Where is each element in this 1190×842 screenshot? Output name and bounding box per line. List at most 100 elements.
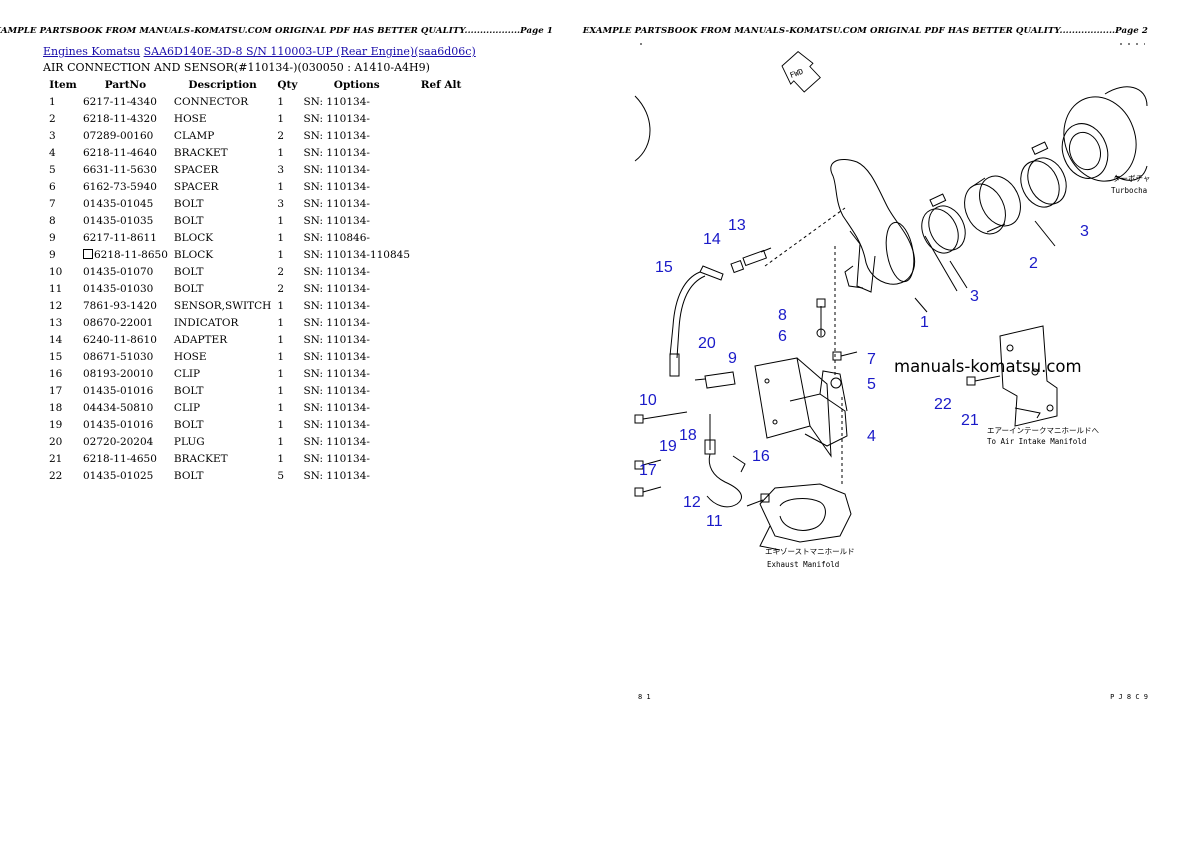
- fwd-arrow-icon: [781, 51, 821, 93]
- breadcrumb-link-model[interactable]: SAA6D140E-3D-8 S/N 110003-UP (Rear Engin…: [143, 45, 476, 58]
- table-header-row: Item PartNo Description Qty Options Ref …: [43, 76, 469, 93]
- cell-description: BLOCK: [171, 229, 274, 246]
- cell-item-text: 10: [49, 265, 63, 278]
- cell-partno: 08670-22001: [80, 314, 171, 331]
- sensor-hose-icon: [669, 265, 724, 377]
- cell-partno: 6162-73-5940: [80, 178, 171, 195]
- cell-item-text: 16: [49, 367, 63, 380]
- cell-item-text: 9: [49, 248, 56, 261]
- column-header-ref-alt: Ref Alt: [420, 78, 462, 91]
- callout-label: 9: [728, 350, 737, 367]
- cell-description: BRACKET: [171, 144, 274, 161]
- cell-qty: 2: [274, 127, 300, 144]
- cell-ref-alt: [413, 246, 469, 263]
- cell-options-text: SN: 110134-: [303, 214, 370, 227]
- cell-item: 20: [43, 433, 80, 450]
- callout-label: 1: [920, 314, 929, 331]
- callout-label: 20: [698, 335, 716, 352]
- cell-item: 17: [43, 382, 80, 399]
- cell-item-text: 17: [49, 384, 63, 397]
- cell-ref-alt: [413, 144, 469, 161]
- cell-ref-alt: [413, 161, 469, 178]
- cell-ref-alt: [413, 314, 469, 331]
- sensor-switch-icon: [704, 414, 746, 508]
- cell-ref-alt: [413, 229, 469, 246]
- cell-qty-text: 1: [277, 333, 285, 346]
- cell-qty: 2: [274, 263, 300, 280]
- leader-line: [1034, 220, 1056, 247]
- cell-description-text: CONNECTOR: [173, 95, 249, 108]
- cell-partno: 6218-11-8650: [80, 246, 171, 263]
- page-banner: EXAMPLE PARTSBOOK FROM MANUALS-KOMATSU.C…: [0, 26, 553, 36]
- leader-line: [914, 297, 928, 313]
- cell-ref-alt: [413, 178, 469, 195]
- cell-description-text: BOLT: [173, 197, 204, 210]
- section-title: AIR CONNECTION AND SENSOR(#110134-)(0300…: [43, 61, 430, 74]
- breadcrumb-link-engines[interactable]: Engines Komatsu: [43, 45, 141, 58]
- cell-description: BOLT: [171, 263, 274, 280]
- cell-ref-alt: [413, 382, 469, 399]
- cell-item-text: 8: [49, 214, 56, 227]
- bracket-21-icon: [966, 325, 1058, 427]
- cell-item: 8: [43, 212, 80, 229]
- cell-qty: 1: [274, 93, 300, 110]
- callout-label: 11: [706, 513, 723, 530]
- cell-partno-text: 01435-01045: [83, 197, 154, 210]
- cell-partno-text: 7861-93-1420: [83, 299, 157, 312]
- callout-label: 6: [778, 328, 787, 345]
- cell-qty: 1: [274, 229, 300, 246]
- cell-item-text: 22: [49, 469, 63, 482]
- cell-qty-text: 1: [277, 231, 285, 244]
- callout-label: 7: [867, 351, 876, 368]
- clamp-icon: [1020, 141, 1067, 208]
- cell-options: SN: 110134-: [300, 433, 413, 450]
- cell-item-text: 5: [49, 163, 56, 176]
- cell-item: 7: [43, 195, 80, 212]
- cell-description: CONNECTOR: [171, 93, 274, 110]
- cell-description: SPACER: [171, 178, 274, 195]
- cell-description: BOLT: [171, 382, 274, 399]
- cell-partno: 01435-01030: [80, 280, 171, 297]
- callout-label: 3: [970, 288, 979, 305]
- cell-partno-text: 02720-20204: [83, 435, 154, 448]
- cell-item-text: 2: [49, 112, 56, 125]
- cell-partno: 6218-11-4320: [80, 110, 171, 127]
- cell-description-text: BRACKET: [173, 146, 228, 159]
- cell-description-text: SENSOR,SWITCH: [173, 299, 272, 312]
- cell-item: 6: [43, 178, 80, 195]
- cell-partno-text: 6217-11-8611: [83, 231, 157, 244]
- callout-label: 16: [752, 448, 770, 465]
- clamp-icon: [921, 193, 966, 254]
- cell-ref-alt: [413, 416, 469, 433]
- cell-item: 15: [43, 348, 80, 365]
- cell-qty-text: 1: [277, 350, 285, 363]
- cell-description-text: CLAMP: [173, 129, 215, 142]
- cell-item: 2: [43, 110, 80, 127]
- block-icon: [694, 371, 736, 389]
- cell-options: SN: 110134-: [300, 450, 413, 467]
- cell-item-text: 3: [49, 129, 56, 142]
- cell-options: SN: 110134-: [300, 399, 413, 416]
- cell-item: 10: [43, 263, 80, 280]
- cell-options: SN: 110134-110845: [300, 246, 413, 263]
- leader-line: [764, 207, 846, 267]
- watermark-text: manuals-komatsu.com: [894, 357, 1082, 376]
- bolt-icon: [634, 298, 858, 507]
- cell-options-text: SN: 110134-: [303, 299, 370, 312]
- cell-qty-text: 1: [277, 146, 285, 159]
- cell-options: SN: 110134-: [300, 263, 413, 280]
- cell-qty-text: 1: [277, 214, 285, 227]
- leader-line: [949, 260, 968, 289]
- cell-description: CLAMP: [171, 127, 274, 144]
- cell-options: SN: 110134-: [300, 144, 413, 161]
- cell-description: SENSOR,SWITCH: [171, 297, 274, 314]
- cell-partno-text: 01435-01016: [83, 384, 154, 397]
- cell-options-text: SN: 110134-: [303, 197, 370, 210]
- intake-en-label: To Air Intake Manifold: [987, 437, 1086, 446]
